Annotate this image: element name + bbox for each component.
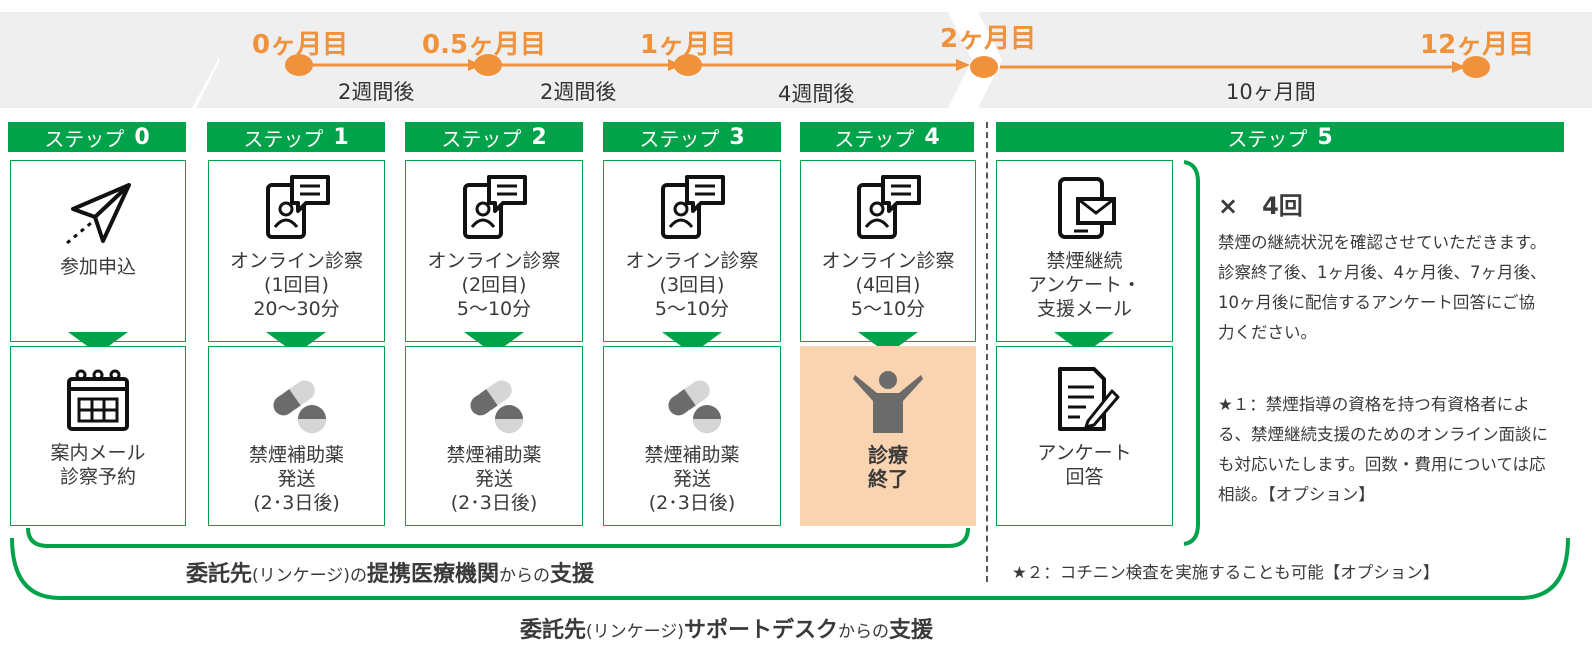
card-medicine-1: 禁煙補助薬 発送 (2･3日後) bbox=[208, 346, 385, 526]
timeline-dot-0-5 bbox=[474, 54, 502, 76]
card-online-2: オンライン診察 (2回目) 5〜10分 bbox=[405, 160, 583, 342]
step-number: 3 bbox=[729, 124, 745, 150]
phone-chat-icon bbox=[661, 175, 725, 239]
card-survey-answer-text: アンケート 回答 bbox=[1037, 442, 1132, 488]
celebrate-person-icon bbox=[853, 371, 923, 433]
card-online-1: オンライン診察 (1回目) 20〜30分 bbox=[208, 160, 385, 342]
outer-support-part4: からの bbox=[837, 622, 889, 642]
inner-support-part6: 支援 bbox=[549, 562, 594, 587]
card-medicine-3: 禁煙補助薬 発送 (2･3日後) bbox=[603, 346, 781, 526]
card-survey-mail: 禁煙継続 アンケート・ 支援メール bbox=[996, 160, 1173, 342]
timeline-interval-3: 4週間後 bbox=[778, 82, 855, 106]
card-treatment-end-text: 診療 終了 bbox=[868, 443, 908, 491]
outer-support-part3: サポートデスク bbox=[683, 618, 838, 643]
step-header-4: ステップ 4 bbox=[800, 122, 974, 152]
step-number: 4 bbox=[924, 124, 940, 150]
timeline-interval-4: 10ヶ月間 bbox=[1226, 80, 1316, 104]
outer-support-label: 委託先(リンケージ)サポートデスクからの支援 bbox=[520, 612, 933, 644]
inner-support-part2: (リンケージ) bbox=[252, 566, 350, 586]
inner-support-part4: 提携医療機関 bbox=[366, 562, 499, 587]
step5-brace bbox=[1183, 160, 1200, 546]
pill-icon bbox=[272, 380, 326, 433]
timeline-label-12: 12ヶ月目 bbox=[1420, 30, 1535, 60]
outer-support-part1: 委託先 bbox=[520, 618, 587, 643]
inner-support-brace bbox=[26, 527, 970, 548]
timeline-interval-1: 2週間後 bbox=[338, 80, 415, 104]
document-pen-icon bbox=[1057, 367, 1119, 431]
step-prefix: ステップ bbox=[1227, 126, 1308, 151]
step-number: 5 bbox=[1317, 124, 1333, 150]
card-survey-mail-text: 禁煙継続 アンケート・ 支援メール bbox=[1027, 250, 1142, 320]
timeline-band bbox=[0, 12, 1592, 108]
outer-support-brace bbox=[10, 537, 1570, 600]
phone-chat-icon bbox=[265, 175, 330, 239]
card-online-3-text: オンライン診察 (3回目) 5〜10分 bbox=[625, 250, 759, 320]
timeline-dot-1 bbox=[674, 54, 702, 76]
card-guide-mail-text: 案内メール 診察予約 bbox=[50, 442, 146, 488]
card-online-2-text: オンライン診察 (2回目) 5〜10分 bbox=[427, 250, 561, 320]
step-prefix: ステップ bbox=[639, 126, 720, 151]
step5-description: 禁煙の継続状況を確認させていただきます。診察終了後、1ヶ月後、4ヶ月後、7ヶ月後… bbox=[1218, 233, 1547, 342]
timeline-dot-0 bbox=[285, 54, 313, 76]
pill-icon bbox=[470, 380, 523, 433]
inner-support-label: 委託先(リンケージ)の提携医療機関からの支援 bbox=[186, 556, 594, 588]
step5-times: × 4回 bbox=[1218, 192, 1303, 220]
inner-support-part5: からの bbox=[498, 566, 550, 586]
outer-support-part2: (リンケージ) bbox=[586, 622, 684, 642]
phone-mail-icon bbox=[1057, 177, 1116, 239]
outer-support-part5: 支援 bbox=[888, 618, 933, 643]
card-online-3: オンライン診察 (3回目) 5〜10分 bbox=[603, 160, 781, 342]
timeline-arrows bbox=[298, 59, 1466, 73]
step-prefix: ステップ bbox=[834, 126, 915, 151]
card-online-1-text: オンライン診察 (1回目) 20〜30分 bbox=[229, 250, 363, 320]
card-online-4-text: オンライン診察 (4回目) 5〜10分 bbox=[821, 250, 955, 320]
inner-support-part1: 委託先 bbox=[186, 562, 253, 587]
paper-plane-icon bbox=[66, 183, 131, 245]
inner-support-part3: の bbox=[349, 566, 367, 586]
timeline-interval-2: 2週間後 bbox=[540, 80, 617, 104]
timeline-label-0-5: 0.5ヶ月目 bbox=[422, 30, 547, 60]
card-online-4: オンライン診察 (4回目) 5〜10分 bbox=[800, 160, 976, 342]
pill-icon bbox=[668, 380, 721, 433]
card-treatment-end: 診療 終了 bbox=[800, 346, 976, 526]
phone-chat-icon bbox=[463, 175, 527, 239]
step-header-2: ステップ 2 bbox=[405, 122, 583, 152]
step5-divider bbox=[986, 122, 988, 582]
step5-star1: ★１：禁煙指導の資格を持つ有資格者による、禁煙継続支援のためのオンライン面談にも… bbox=[1218, 395, 1548, 504]
step-number: 1 bbox=[333, 124, 349, 150]
phone-chat-icon bbox=[857, 175, 921, 239]
timeline-label-0: 0ヶ月目 bbox=[252, 30, 349, 60]
step-number: 2 bbox=[531, 124, 547, 150]
step-header-0: ステップ 0 bbox=[8, 122, 186, 152]
timeline-label-2: 2ヶ月目 bbox=[940, 24, 1037, 54]
step-prefix: ステップ bbox=[243, 126, 324, 151]
step-header-1: ステップ 1 bbox=[207, 122, 385, 152]
step-prefix: ステップ bbox=[44, 126, 125, 151]
step-header-5: ステップ 5 bbox=[996, 122, 1564, 152]
card-apply-text: 参加申込 bbox=[59, 256, 136, 278]
card-apply: 参加申込 bbox=[10, 160, 186, 342]
step-header-3: ステップ 3 bbox=[603, 122, 781, 152]
card-medicine-3-text: 禁煙補助薬 発送 (2･3日後) bbox=[644, 444, 740, 514]
card-medicine-2: 禁煙補助薬 発送 (2･3日後) bbox=[405, 346, 583, 526]
card-guide-mail: 案内メール 診察予約 bbox=[10, 346, 186, 526]
timeline-dot-12 bbox=[1462, 56, 1490, 78]
timeline-dot-2 bbox=[970, 56, 998, 78]
card-medicine-1-text: 禁煙補助薬 発送 (2･3日後) bbox=[248, 444, 344, 514]
calendar-icon bbox=[67, 369, 129, 431]
card-survey-answer: アンケート 回答 bbox=[996, 346, 1173, 526]
timeline-label-1: 1ヶ月目 bbox=[640, 30, 737, 60]
card-medicine-2-text: 禁煙補助薬 発送 (2･3日後) bbox=[446, 444, 542, 514]
step-prefix: ステップ bbox=[441, 126, 522, 151]
step5-star2: ★２：コチニン検査を実施することも可能【オプション】 bbox=[1012, 563, 1440, 582]
step-number: 0 bbox=[134, 124, 150, 150]
